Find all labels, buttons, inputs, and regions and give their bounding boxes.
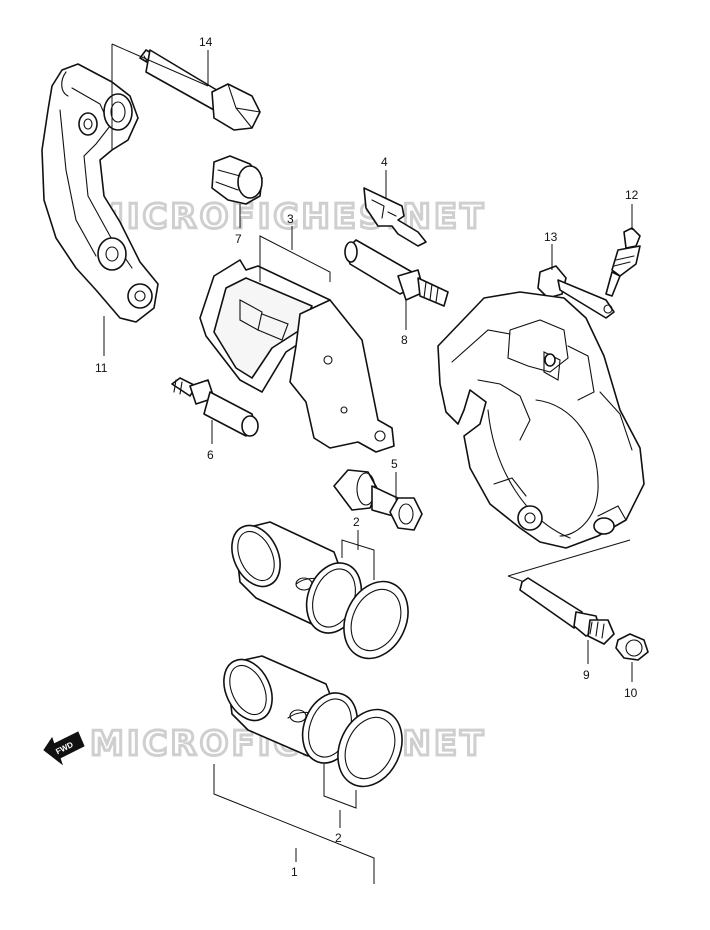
caliper-body: [437, 291, 645, 591]
part-11-caliper-bracket: [41, 63, 159, 323]
callout-4: 4: [381, 155, 388, 169]
callout-10: 10: [624, 686, 638, 700]
leader-2-lower: [323, 764, 357, 809]
part-5-caliper-bolt: [333, 469, 423, 531]
dust-seal-lower: [337, 708, 403, 788]
callout-3: 3: [287, 212, 294, 226]
callout-2-lower: 2: [335, 831, 342, 845]
part-9-guide-pin: [519, 577, 615, 645]
callout-9: 9: [583, 668, 590, 682]
callout-7: 7: [235, 232, 242, 246]
fwd-arrow-icon: FWD: [43, 731, 85, 766]
callout-14: 14: [199, 35, 213, 49]
part-6-slide-pin: [171, 377, 259, 437]
callout-leaders: [103, 43, 633, 862]
part-7-dust-boot: [211, 155, 263, 205]
leader-1-assembly: [213, 764, 375, 884]
callout-2-upper: 2: [353, 515, 360, 529]
watermark-top: MICROFICHES.NET: [90, 197, 486, 237]
callout-8: 8: [401, 333, 408, 347]
part-3-brake-pad-set: [199, 235, 395, 453]
callout-12: 12: [625, 188, 639, 202]
part-4-pad-spring: [363, 187, 427, 247]
callout-11: 11: [95, 361, 108, 375]
part-12-bleeder-valve: [605, 227, 641, 297]
callout-13: 13: [544, 230, 558, 244]
part-14-mounting-bolt: [139, 49, 261, 131]
callout-6: 6: [207, 448, 214, 462]
part-10-pin-plug: [615, 633, 649, 661]
callout-1: 1: [291, 865, 298, 879]
part-8-slide-pin: [344, 239, 449, 307]
callout-5: 5: [391, 457, 398, 471]
dust-seal-upper: [343, 580, 409, 660]
part-13-bleeder-cap: [537, 265, 615, 319]
